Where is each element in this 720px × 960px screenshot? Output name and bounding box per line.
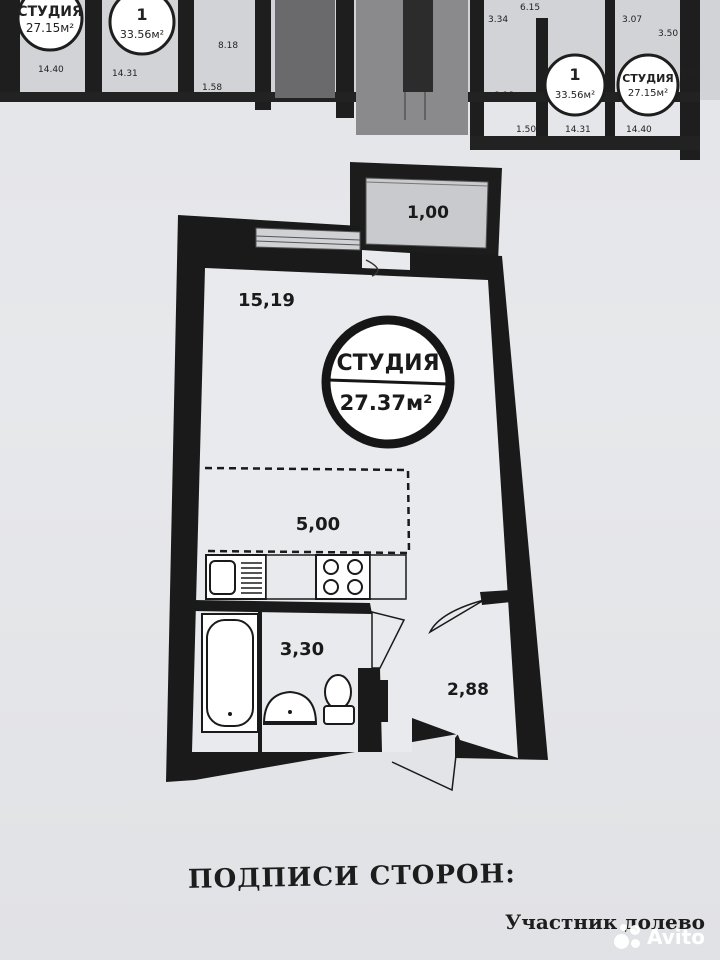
apartment-area: 27.37м² xyxy=(340,391,433,415)
top-dim-label: 8.18 xyxy=(494,91,514,101)
room-area-hallway: 2,88 xyxy=(447,680,489,700)
top-dim-label: 8.18 xyxy=(218,41,238,51)
unit-type-label: 1 xyxy=(569,65,580,84)
toilet-icon xyxy=(323,674,355,725)
top-dim-label: 14.40 xyxy=(626,125,652,135)
top-dim-label: 14.31 xyxy=(565,125,591,135)
top-strip: СТУДИЯ 27.15м² 1 33.56м² 1 33.56м² СТУДИ… xyxy=(0,0,720,160)
avito-logo-icon xyxy=(612,922,642,952)
top-dim-label: 14.31 xyxy=(112,69,138,79)
room-area-kitchen: 5,00 xyxy=(296,514,340,535)
sink-icon xyxy=(205,554,267,600)
unit-area-label: 27.15м² xyxy=(628,88,668,99)
top-dim-label: 1.58 xyxy=(202,83,222,93)
unit-type-label: СТУДИЯ xyxy=(17,4,83,20)
washbasin-icon xyxy=(262,690,318,725)
top-dim-label: 3.34 xyxy=(488,15,508,25)
room-area-living: 15,19 xyxy=(238,290,295,311)
top-dim-label: 3.50 xyxy=(658,29,678,39)
apartment-type: СТУДИЯ xyxy=(336,351,439,376)
unit-badge-3: 1 33.56м² xyxy=(543,53,607,117)
room-area-balcony: 1,00 xyxy=(407,203,449,223)
unit-badge-1: СТУДИЯ 27.15м² xyxy=(16,0,84,52)
balcony: 1,00 xyxy=(350,162,502,262)
bathtub-icon xyxy=(201,613,259,733)
avito-watermark-text: Avito xyxy=(647,925,705,949)
apartment-badge: СТУДИЯ 27.37м² xyxy=(321,315,455,449)
top-dim-label: 3.07 xyxy=(622,15,642,25)
signatures-title: ПОДПИСИ СТОРОН: xyxy=(187,859,517,895)
unit-badge-2: 1 33.56м² xyxy=(108,0,176,56)
kitchen-zone: 5,00 xyxy=(204,466,411,600)
unit-area-label: 33.56м² xyxy=(555,90,595,101)
avito-watermark: Avito xyxy=(612,920,716,954)
top-dim-label: 5.00 xyxy=(680,69,700,79)
top-dim-label: 1.50 xyxy=(516,125,536,135)
unit-type-label: СТУДИЯ xyxy=(622,72,674,85)
unit-area-label: 27.15м² xyxy=(26,21,74,35)
stove-icon xyxy=(315,554,371,600)
unit-area-label: 33.56м² xyxy=(120,28,164,41)
unit-type-label: 1 xyxy=(136,5,147,24)
top-dim-label: 6.15 xyxy=(520,3,540,13)
top-dim-label: 14.40 xyxy=(38,65,64,75)
participant-label: Участник долево xyxy=(505,910,706,934)
bathroom: 3,30 xyxy=(201,611,406,752)
unit-badge-4: СТУДИЯ 27.15м² xyxy=(616,53,680,117)
studio-plan: 1,00 15,19 СТУДИЯ 27.37м² 5,00 xyxy=(166,162,548,792)
room-area-bathroom: 3,30 xyxy=(280,639,324,660)
